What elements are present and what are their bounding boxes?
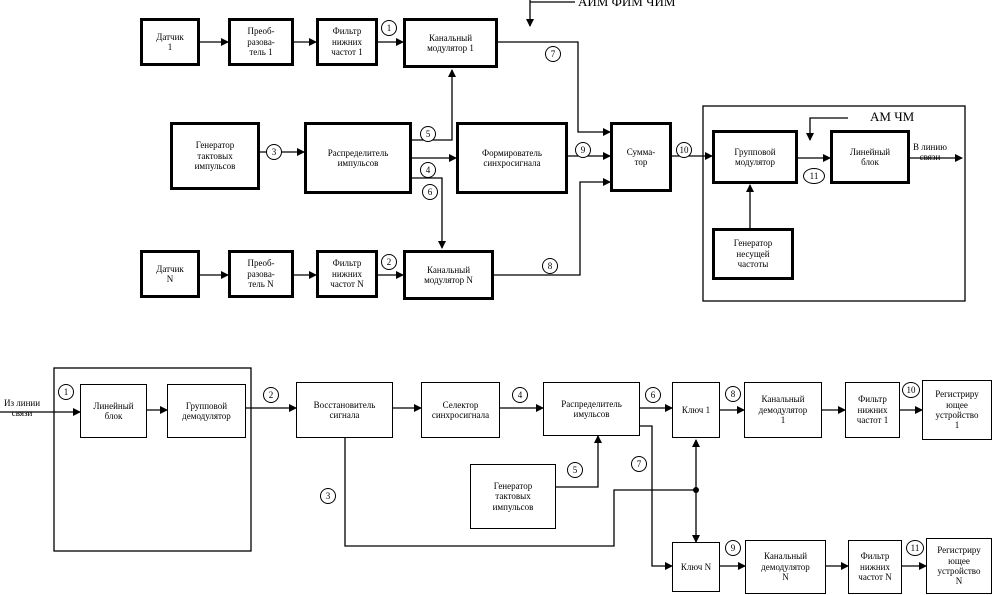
marker-rx-1: 1 (58, 384, 74, 400)
marker-rx-11: 11 (906, 540, 924, 556)
marker-tx-1: 1 (381, 20, 397, 36)
lowpass-filter-rx-n: Фильтр нижних частот N (848, 540, 902, 594)
lowpass-filter-rx-1: Фильтр нижних частот 1 (845, 382, 900, 438)
marker-tx-10: 10 (676, 142, 692, 158)
junction-dot (693, 487, 699, 493)
marker-rx-8: 8 (725, 386, 741, 402)
marker-rx-4: 4 (512, 387, 528, 403)
sync-former: Формирователь синхросигнала (456, 122, 568, 194)
sync-selector: Селектор синхросигнала (421, 382, 500, 438)
carrier-generator: Генератор несущей частоты (712, 228, 794, 280)
from-line-label: Из линии связи (4, 398, 41, 419)
marker-tx-4: 4 (420, 162, 436, 178)
summator: Сумма- тор (610, 122, 672, 192)
channel-modulator-1: Канальный модулятор 1 (403, 18, 498, 68)
marker-tx-11: 11 (803, 168, 825, 184)
group-modulation-label: АМ ЧМ (870, 109, 915, 124)
marker-rx-5: 5 (567, 462, 583, 478)
marker-rx-2: 2 (263, 387, 279, 403)
linear-block-tx: Линейный блок (830, 130, 910, 184)
group-demodulator: Групповой демодулятор (167, 384, 246, 438)
marker-tx-5: 5 (420, 126, 436, 142)
sensor-n: Датчик N (140, 250, 200, 298)
key-1: Ключ 1 (672, 382, 720, 438)
pulse-distributor: Распределитель импульсов (304, 122, 412, 194)
recording-device-n: Регистриру ющее устройство N (926, 538, 992, 594)
marker-rx-6: 6 (645, 387, 661, 403)
marker-tx-6: 6 (422, 184, 438, 200)
clock-generator-rx: Генератор тактовых импульсов (470, 464, 556, 529)
marker-tx-8: 8 (542, 258, 558, 274)
lowpass-filter-n: Фильтр нижних частот N (316, 250, 378, 298)
converter-1: Преоб- разова- тель 1 (228, 18, 294, 66)
marker-rx-9: 9 (725, 540, 741, 556)
linear-block-rx: Линейный блок (80, 384, 147, 438)
marker-rx-3: 3 (320, 488, 336, 504)
channel-modulator-n: Канальный модулятор N (403, 250, 494, 300)
modulation-types-label: АИМ ФИМ ЧИМ (578, 0, 676, 9)
clock-generator: Генератор тактовых импульсов (170, 122, 260, 190)
marker-rx-10: 10 (902, 382, 920, 398)
marker-tx-3: 3 (266, 144, 282, 160)
converter-n: Преоб- разова- тель N (228, 250, 294, 298)
channel-demodulator-n: Канальный демодулятор N (745, 540, 826, 594)
signal-restorer: Восстановитель сигнала (296, 382, 393, 438)
recording-device-1: Регистриру ющее устройство 1 (922, 380, 992, 440)
to-line-label: В линию связи (913, 142, 947, 163)
marker-rx-7: 7 (631, 456, 647, 472)
group-modulator: Групповой модулятор (712, 130, 798, 184)
sensor-1: Датчик 1 (140, 18, 200, 66)
pulse-distributor-rx: Распределитель имульсов (543, 382, 640, 436)
key-n: Ключ N (672, 542, 720, 592)
marker-tx-7: 7 (545, 46, 561, 62)
marker-tx-9: 9 (575, 142, 591, 158)
lowpass-filter-1: Фильтр нижних частот 1 (316, 18, 378, 66)
marker-tx-2: 2 (381, 254, 397, 270)
channel-demodulator-1: Канальный демодулятор 1 (744, 382, 822, 438)
